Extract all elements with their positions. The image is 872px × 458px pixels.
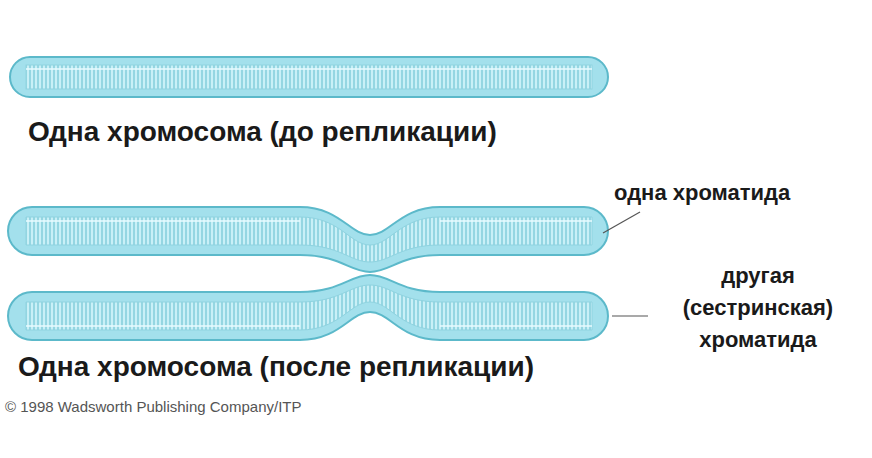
leader-line bbox=[612, 315, 648, 316]
sister-chromatid bbox=[8, 275, 608, 340]
chromatid bbox=[8, 207, 608, 272]
unreplicated-chromosome bbox=[10, 57, 608, 97]
sister-chromatid-label: другая (сестринская) хроматида bbox=[653, 260, 863, 356]
chromosome-caption: Одна хромосома (до репликации) bbox=[28, 115, 497, 149]
leader-line bbox=[603, 212, 640, 233]
chromatid-label: одна хроматида bbox=[614, 180, 790, 206]
copyright-note: © 1998 Wadsworth Publishing Company/ITP bbox=[5, 398, 301, 416]
chromosome-caption: Одна хромосома (после репликации) bbox=[18, 350, 534, 384]
